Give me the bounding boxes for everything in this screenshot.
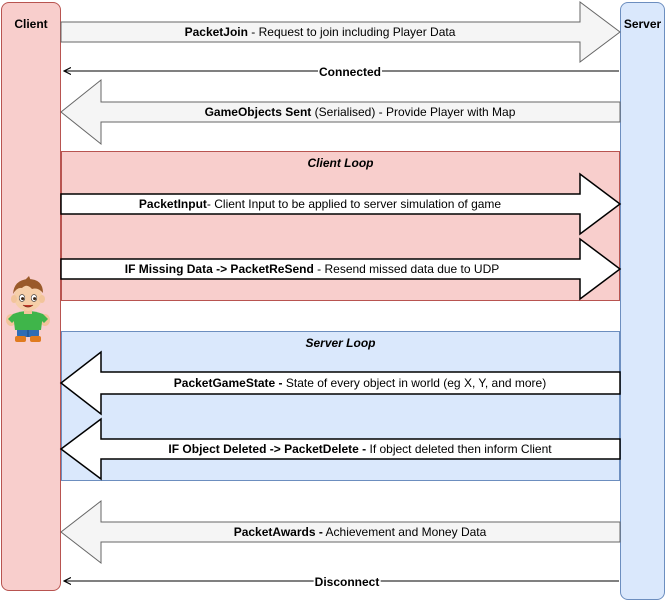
gameobjects-label: GameObjects Sent (Serialised) - Provide …	[204, 105, 516, 119]
packet-join-arrow	[60, 1, 621, 63]
packet-awards-label: PacketAwards - Achievement and Money Dat…	[233, 525, 487, 539]
packet-delete-label: IF Object Deleted -> PacketDelete - If o…	[168, 442, 552, 456]
packet-gamestate-label: PacketGameState - State of every object …	[173, 376, 547, 390]
packet-join-label: PacketJoin - Request to join including P…	[184, 25, 456, 39]
packet-gamestate-arrow	[59, 350, 621, 416]
packet-resend-label: IF Missing Data -> PacketReSend - Resend…	[124, 262, 500, 276]
server-lifeline: Server	[620, 2, 665, 600]
packet-resend-arrow	[60, 237, 622, 301]
packet-input-label: PacketInput- Client Input to be applied …	[138, 197, 502, 211]
boy-character-icon	[6, 276, 50, 342]
disconnect-label: Disconnect	[313, 575, 381, 589]
packet-awards-arrow	[60, 499, 621, 565]
server-label: Server	[623, 17, 662, 31]
client-loop-title: Client Loop	[307, 156, 374, 170]
client-label: Client	[14, 17, 48, 31]
connected-label: Connected	[317, 65, 383, 79]
packet-input-arrow	[60, 172, 622, 236]
server-loop-title: Server Loop	[305, 336, 376, 350]
packet-delete-arrow	[59, 417, 621, 481]
gameobjects-arrow	[60, 78, 621, 146]
